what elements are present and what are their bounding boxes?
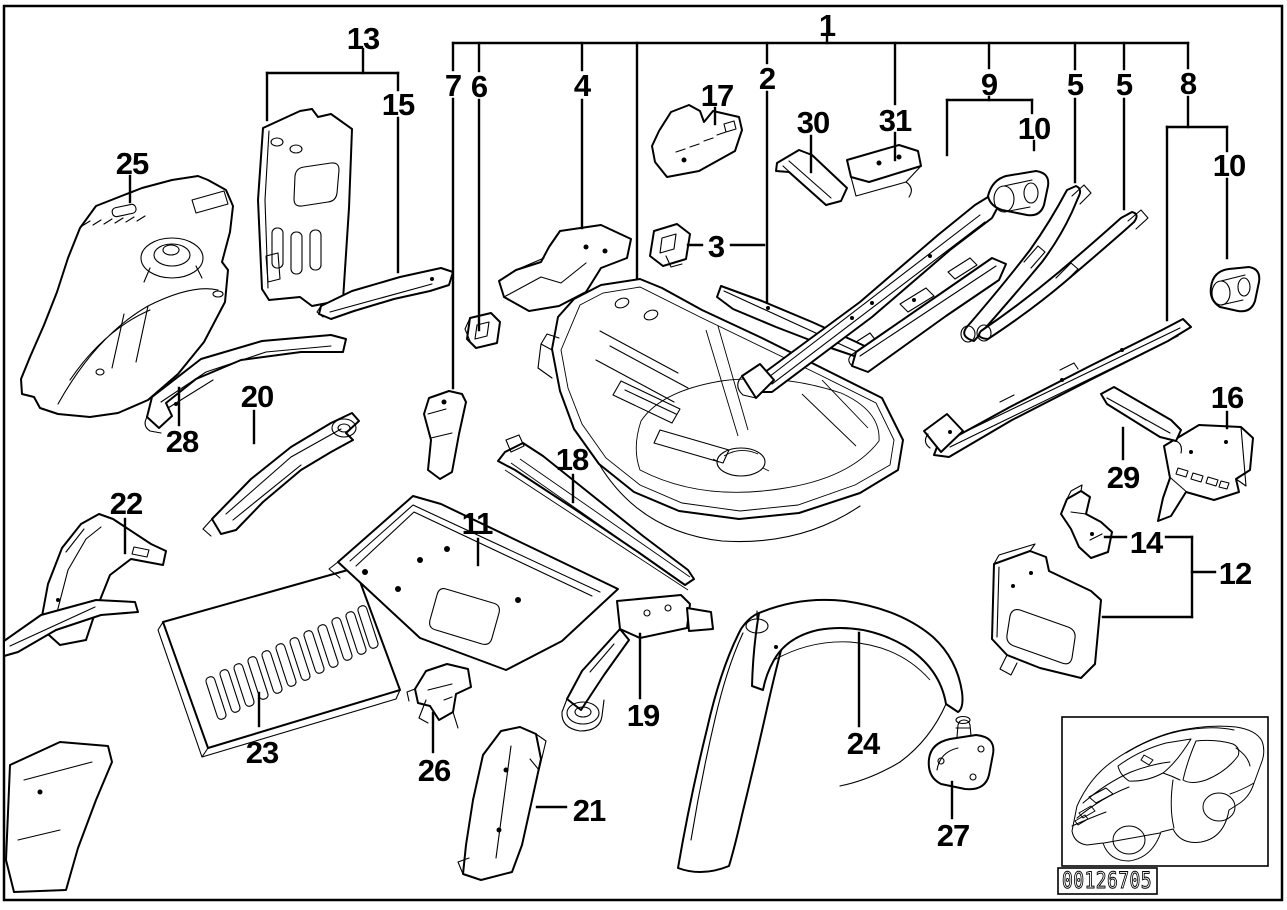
part-16-bracket — [1157, 424, 1254, 522]
callout-9: 9 — [981, 67, 998, 102]
callout-30: 30 — [797, 105, 829, 140]
part-26-bracket — [406, 663, 472, 729]
part-panel-bottom-left — [5, 741, 113, 893]
callout-6: 6 — [471, 69, 488, 104]
part-11-floor-panel — [328, 495, 619, 671]
car-thumbnail-box — [1061, 716, 1269, 867]
callout-17: 17 — [701, 78, 733, 113]
part-17-bracket — [651, 104, 743, 178]
callout-18: 18 — [556, 442, 589, 477]
callout-16: 16 — [1211, 380, 1244, 415]
part-21-panel — [457, 726, 547, 881]
callout-10: 10 — [1213, 148, 1245, 183]
callout-7: 7 — [445, 68, 461, 103]
callout-14: 14 — [1130, 525, 1164, 560]
part-27-mount-plate — [927, 715, 995, 791]
part-4-bracket — [498, 224, 632, 312]
image-id-text: 00126705 — [1062, 869, 1152, 894]
part-crossmember-lower — [848, 257, 1007, 373]
callout-3: 3 — [708, 229, 725, 264]
car-outline-drawing — [1071, 725, 1265, 862]
diagram-frame — [2, 4, 1284, 902]
callout-26: 26 — [418, 753, 451, 788]
callout-29: 29 — [1107, 460, 1140, 495]
part-10-bushing-right — [1209, 266, 1261, 313]
callout-25: 25 — [116, 146, 149, 181]
callout-2: 2 — [759, 61, 775, 96]
callout-31: 31 — [879, 103, 912, 138]
callout-8: 8 — [1180, 66, 1197, 101]
part-3-clip — [649, 223, 691, 268]
callout-23: 23 — [246, 735, 279, 770]
callout-22: 22 — [110, 486, 142, 521]
part-7-bracket — [423, 390, 467, 480]
part-1-trunk-floor-pan — [537, 278, 904, 543]
part-5-strap-rear — [976, 209, 1149, 342]
callout-21: 21 — [573, 793, 606, 828]
part-28-rail — [144, 334, 347, 434]
callout-11: 11 — [462, 506, 494, 541]
part-30-bracket — [775, 149, 848, 206]
part-strip-bottom-left — [3, 599, 139, 657]
part-15-support-rail — [316, 267, 454, 320]
leader-lines-layer — [123, 34, 1229, 820]
part-29-strip — [1100, 386, 1182, 454]
callout-5: 5 — [1116, 67, 1133, 102]
part-13-partition-panel — [257, 108, 353, 307]
part-19-bracket — [561, 594, 714, 732]
callout-28: 28 — [166, 424, 199, 459]
image-id-plate: 00126705 — [1057, 867, 1158, 895]
callout-5: 5 — [1067, 67, 1084, 102]
part-31-support — [846, 144, 922, 198]
callout-19: 19 — [627, 698, 660, 733]
part-8-side-rail — [923, 318, 1192, 458]
part-20-rail — [202, 412, 360, 537]
part-23-slotted-panel — [157, 567, 401, 758]
part-9-crossmember — [737, 170, 1050, 399]
part-5-strap-front — [960, 184, 1092, 343]
part-18-rail — [497, 434, 695, 591]
callout-13: 13 — [347, 21, 380, 56]
part-14-bracket — [1060, 484, 1113, 559]
callout-24: 24 — [847, 726, 881, 761]
callout-4: 4 — [574, 68, 592, 103]
callout-10: 10 — [1018, 111, 1050, 146]
part-6-clip — [464, 312, 501, 349]
callout-27: 27 — [937, 818, 969, 853]
callout-15: 15 — [382, 87, 415, 122]
part-24-wheel-arch — [677, 598, 964, 873]
callout-20: 20 — [241, 379, 273, 414]
callout-12: 12 — [1219, 556, 1251, 591]
callout-1: 1 — [819, 8, 836, 43]
part-12-bracket — [991, 543, 1102, 679]
part-25-wheel-housing-left — [20, 175, 234, 418]
